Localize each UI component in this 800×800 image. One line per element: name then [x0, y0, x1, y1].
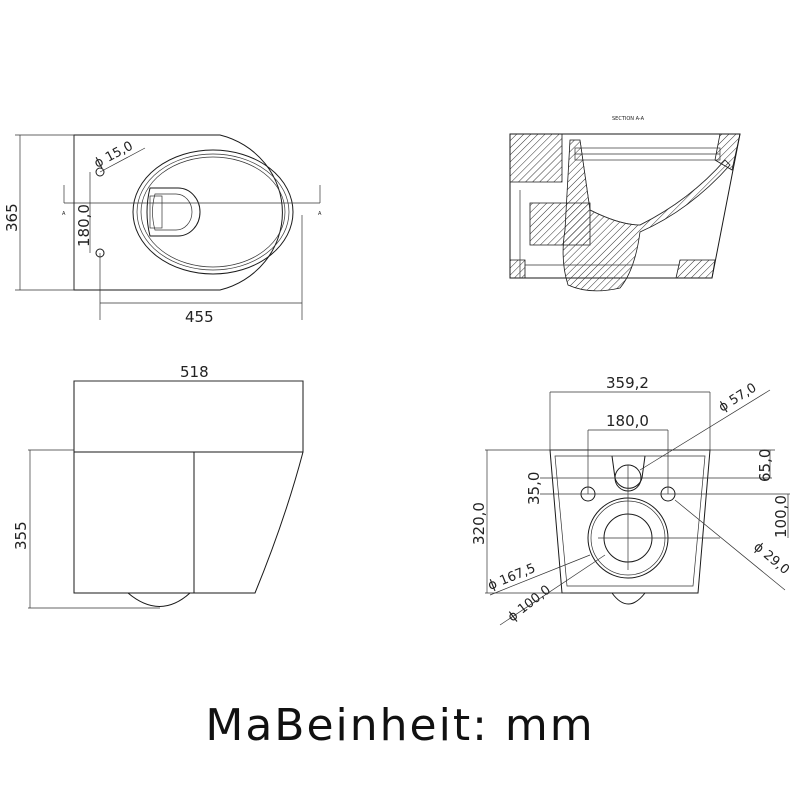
rear-outlet-inner-diameter-label: ϕ 100,0 — [505, 583, 554, 626]
units-caption: MaBeinheit: mm — [205, 700, 595, 751]
side-view — [28, 380, 304, 609]
top-hole-diameter-label: ϕ 15,0 — [92, 139, 136, 172]
side-width-label: 518 — [180, 363, 209, 381]
rear-width-label: 359,2 — [606, 374, 649, 392]
rear-view — [485, 389, 790, 626]
rear-height-label: 320,0 — [470, 502, 488, 545]
rear-outlet-outer-diameter-label: ϕ 167,5 — [486, 561, 538, 594]
side-height-label: 355 — [12, 521, 30, 550]
top-view — [15, 134, 321, 320]
rear-fixing-hole-diameter-label: ϕ 29,0 — [750, 540, 792, 578]
section-marker-right: A — [318, 211, 322, 217]
top-width-label: 455 — [185, 308, 214, 326]
section-title: SECTION A-A — [612, 116, 645, 122]
section-view — [509, 133, 741, 292]
rear-offset-65-label: 65,0 — [756, 449, 774, 482]
rear-offset-35-label: 35,0 — [525, 472, 543, 505]
rear-offset-100-label: 100,0 — [772, 495, 790, 538]
section-marker-left: A — [62, 211, 66, 217]
top-hole-spacing-label: 180,0 — [75, 204, 93, 247]
top-height-label: 365 — [3, 203, 21, 232]
rear-fixing-spacing-label: 180,0 — [606, 412, 649, 430]
